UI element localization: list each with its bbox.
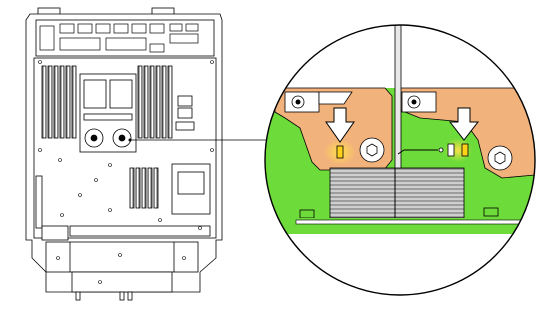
zoom-detail	[264, 24, 536, 296]
expansion-slots	[129, 167, 159, 209]
dimm-bank-left	[41, 65, 77, 139]
server-chassis	[25, 7, 223, 301]
mounting-holes	[38, 60, 214, 284]
right-alignment-arrow	[448, 107, 480, 141]
heatsink	[329, 167, 465, 219]
left-alignment-marker	[336, 145, 344, 159]
zoom-circle-outline	[264, 24, 536, 296]
right-alignment-marker	[461, 143, 469, 157]
dimm-bank-right	[137, 65, 173, 139]
processor-heatsinks	[79, 73, 137, 153]
rear-io-ports	[39, 23, 199, 53]
left-alignment-arrow	[325, 107, 355, 143]
